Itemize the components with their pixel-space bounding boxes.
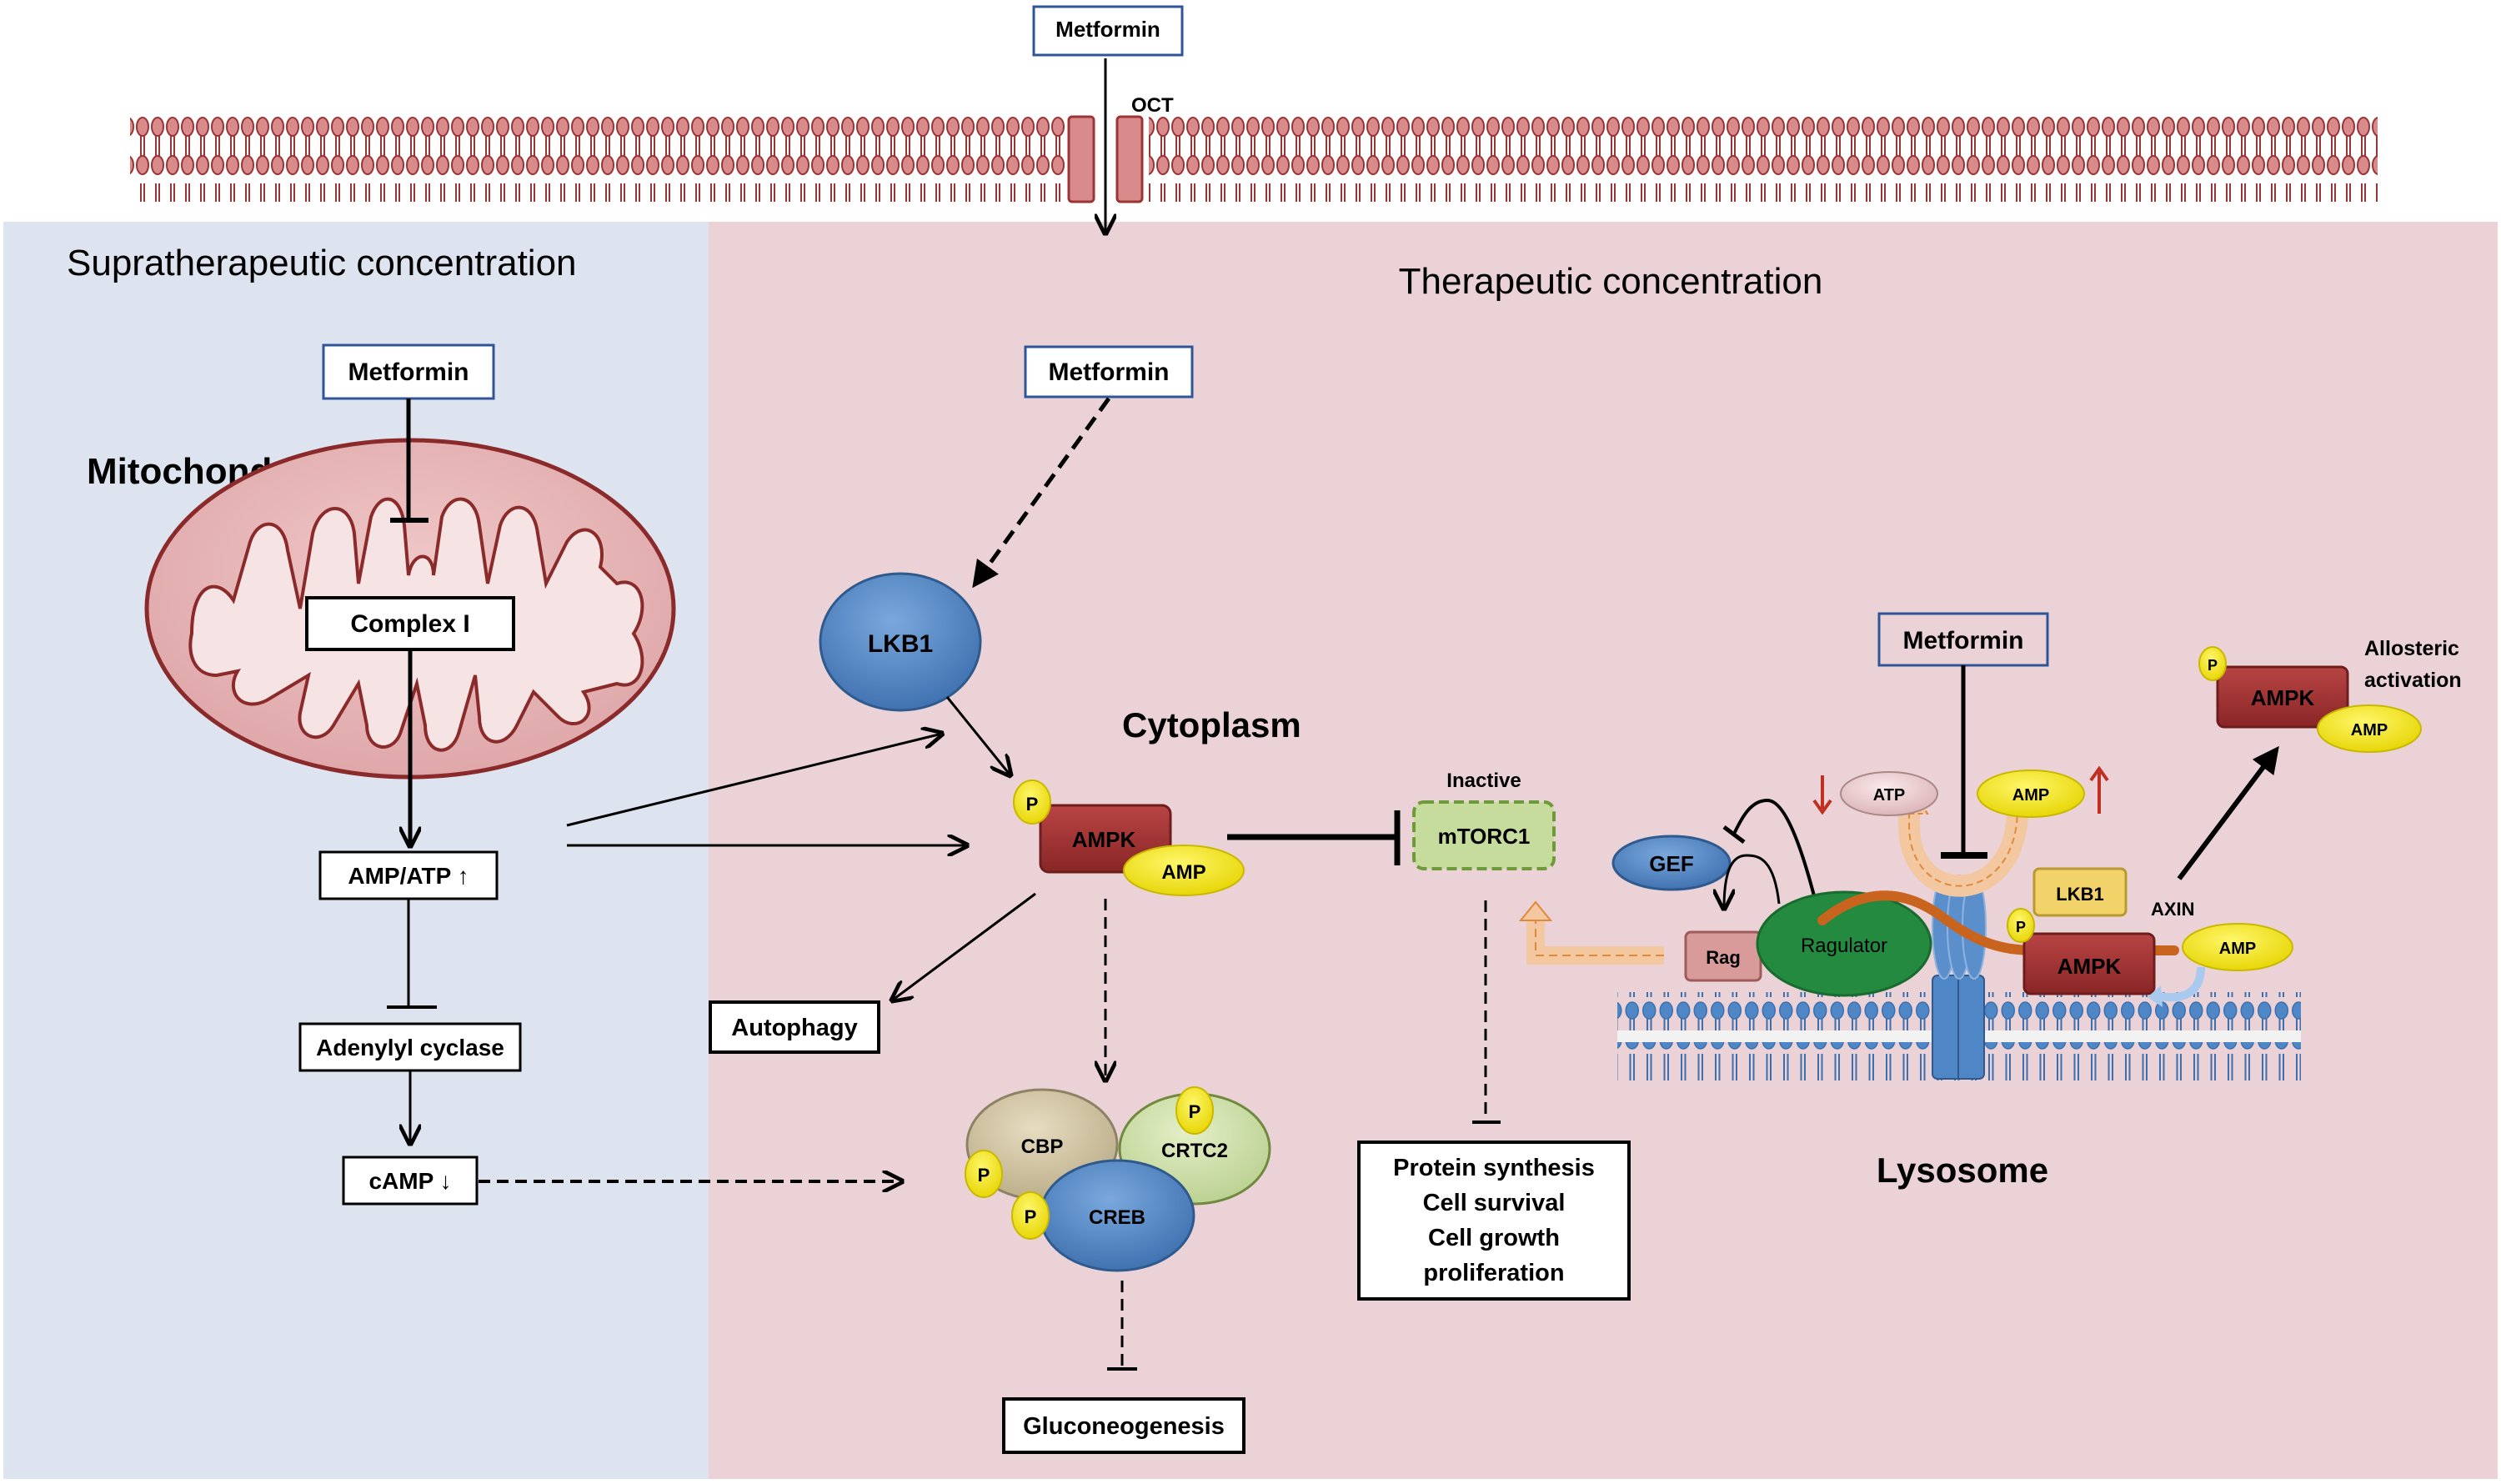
phosphate-icon bbox=[1013, 780, 1051, 825]
allosteric-label-line2: activation bbox=[2364, 669, 2462, 692]
amp-cytoplasm bbox=[1123, 845, 1245, 896]
lkb1-lysosome-label: LKB1 bbox=[2056, 884, 2103, 905]
phosphate-label: P bbox=[2016, 919, 2026, 935]
atp-molecule bbox=[1840, 771, 1938, 816]
phosphate-icon bbox=[965, 1150, 1003, 1198]
autophagy-box bbox=[709, 1000, 880, 1054]
cytoplasm-label: Cytoplasm bbox=[1122, 705, 1301, 745]
up-arrow-icon bbox=[2089, 765, 2109, 782]
ampk-lysosome bbox=[2022, 932, 2156, 995]
ampk-allosteric bbox=[2216, 665, 2349, 729]
phosphate-label: P bbox=[1189, 1101, 1201, 1122]
gef-label: GEF bbox=[1649, 851, 1693, 876]
lkb1-protein bbox=[819, 572, 982, 712]
supratherapeutic-panel bbox=[3, 222, 709, 1479]
creb-label: CREB bbox=[1089, 1206, 1145, 1229]
mtorc1-label: mTORC1 bbox=[1438, 824, 1531, 849]
metformin-extracellular-box bbox=[1032, 5, 1184, 57]
amp-lysosome bbox=[2182, 923, 2293, 971]
phosphate-icon bbox=[1011, 1191, 1050, 1240]
phosphate-label: P bbox=[1026, 794, 1039, 815]
amp-allosteric-label: AMP bbox=[2351, 721, 2388, 739]
ampk-allosteric-label: AMPK bbox=[2251, 685, 2315, 710]
supratherapeutic-title: Supratherapeutic concentration bbox=[67, 243, 577, 283]
crtc2-label: CRTC2 bbox=[1161, 1140, 1228, 1162]
allosteric-label-line1: Allosteric bbox=[2364, 637, 2459, 660]
outcomes-box bbox=[1357, 1141, 1631, 1301]
metformin-lysosome-label: Metformin bbox=[1903, 627, 2024, 654]
cbp-label: CBP bbox=[1021, 1136, 1064, 1158]
plasma-membrane bbox=[130, 115, 2378, 203]
inactive-label: Inactive bbox=[1446, 770, 1521, 792]
lysosome-label: Lysosome bbox=[1877, 1151, 2048, 1190]
complex1-box bbox=[305, 596, 515, 651]
arrowhead-icon bbox=[1518, 900, 1553, 921]
phosphate-label: P bbox=[2208, 657, 2218, 674]
allosteric-activation-arrow bbox=[2177, 745, 2279, 880]
metformin-lysosome-box bbox=[1877, 612, 2049, 667]
outcome-line: proliferation bbox=[1423, 1260, 1564, 1286]
outcome-line: Cell survival bbox=[1423, 1190, 1566, 1216]
metformin-therapeutic-box bbox=[1024, 345, 1194, 399]
v-atpase-icon bbox=[1932, 875, 1987, 1080]
outcome-line: Protein synthesis bbox=[1393, 1155, 1595, 1181]
phosphate-icon bbox=[2007, 908, 2035, 943]
amp-atp-label: AMP/ATP ↑ bbox=[348, 863, 469, 889]
outcome-line: Cell growth bbox=[1428, 1225, 1560, 1251]
ragulator-inhibits-gef-line bbox=[1732, 798, 1819, 910]
oct-label: OCT bbox=[1131, 94, 1174, 117]
phosphate-label: P bbox=[978, 1165, 990, 1186]
amp-binding-arrow bbox=[2158, 966, 2205, 1002]
gluconeogenesis-box bbox=[1002, 1397, 1245, 1454]
ampk-lysosome-label: AMPK bbox=[2057, 954, 2122, 979]
axin-scaffold bbox=[1817, 890, 2179, 955]
camp-box bbox=[342, 1156, 479, 1206]
ragulator-to-rag-arrow bbox=[1724, 854, 1781, 909]
camp-label: cAMP ↓ bbox=[368, 1168, 451, 1194]
amp-atp-box bbox=[318, 850, 499, 900]
down-arrow-icon bbox=[1812, 799, 1832, 815]
lkb1-lysosome bbox=[2032, 867, 2128, 917]
therapeutic-title: Therapeutic concentration bbox=[1399, 261, 1823, 302]
oct-transporter-right bbox=[1115, 115, 1144, 203]
metformin-supra-label: Metformin bbox=[348, 358, 469, 386]
gef-protein bbox=[1611, 835, 1732, 891]
lkb1-label: LKB1 bbox=[868, 630, 933, 658]
ragulator-label: Ragulator bbox=[1801, 935, 1887, 957]
amp-cytoplasm-label: AMP bbox=[1161, 861, 1205, 884]
amp-lysosome-label: AMP bbox=[2219, 940, 2256, 958]
rag-label: Rag bbox=[1706, 947, 1741, 968]
arrowhead-icon bbox=[2148, 985, 2163, 1007]
ampatp-to-lkb1-arrow bbox=[566, 734, 942, 827]
oct-transporter-left bbox=[1067, 115, 1095, 203]
gluconeogenesis-label: Gluconeogenesis bbox=[1023, 1413, 1225, 1440]
complex1-label: Complex I bbox=[350, 610, 469, 638]
lkb1-to-ampk-arrow bbox=[945, 696, 1010, 775]
metformin-supra-box bbox=[322, 343, 495, 400]
atp-label: ATP bbox=[1873, 786, 1906, 805]
phosphate-icon bbox=[2198, 646, 2227, 681]
axin-label: AXIN bbox=[2151, 899, 2195, 920]
amp-label: AMP bbox=[2012, 786, 2049, 805]
creb-complex: CBP CRTC2 CREB P P P bbox=[965, 1086, 1271, 1272]
phosphate-label: P bbox=[1025, 1206, 1037, 1227]
mtorc1-box bbox=[1412, 800, 1556, 870]
metformin-extracellular-label: Metformin bbox=[1055, 17, 1160, 42]
inhibition-bar bbox=[1722, 825, 1746, 844]
amp-molecule bbox=[1977, 770, 2085, 818]
ragulator-protein bbox=[1756, 890, 1932, 997]
ampk-to-autophagy-arrow bbox=[892, 892, 1036, 1000]
phosphate-icon bbox=[1175, 1086, 1214, 1135]
metformin-to-lkb1-dashed-arrow bbox=[972, 397, 1111, 589]
metformin-therapeutic-label: Metformin bbox=[1049, 358, 1170, 386]
amp-allosteric bbox=[2317, 704, 2422, 753]
autophagy-label: Autophagy bbox=[731, 1015, 857, 1041]
ampk-cytoplasm-label: AMPK bbox=[1072, 827, 1136, 852]
adenylyl-cyclase-label: Adenylyl cyclase bbox=[316, 1035, 504, 1060]
